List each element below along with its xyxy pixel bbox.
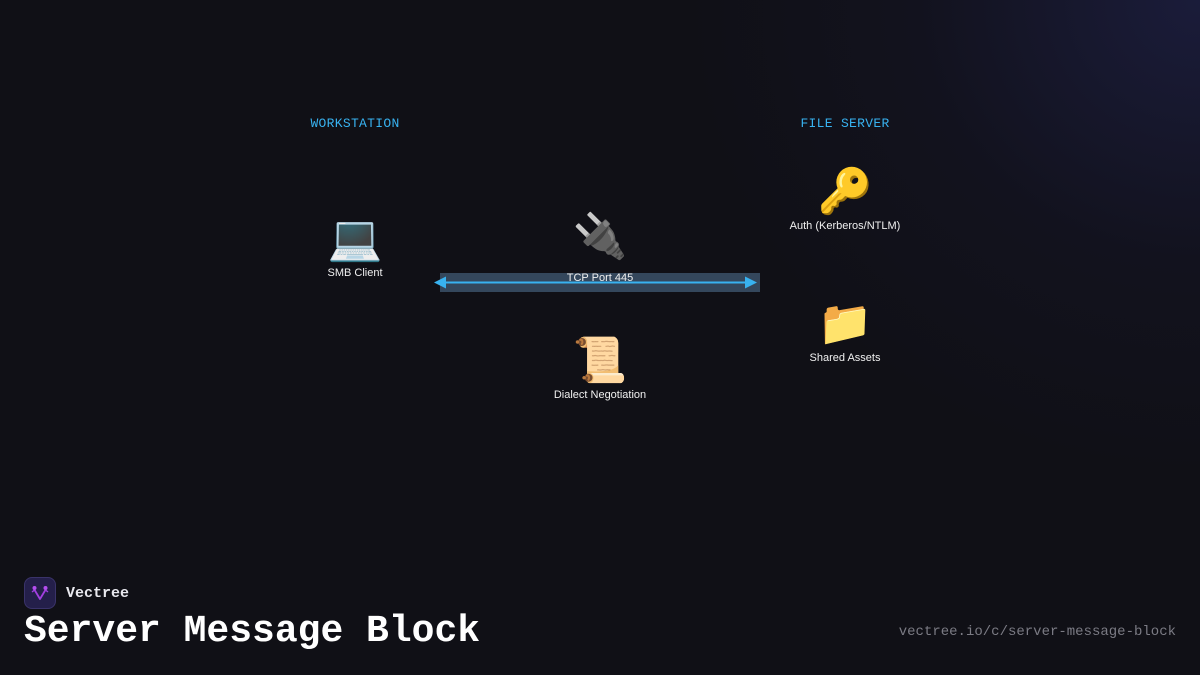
- node-auth[interactable]: 🔑 Auth (Kerberos/NTLM): [790, 167, 901, 232]
- node-smb-client[interactable]: 💻 SMB Client: [327, 214, 382, 279]
- plug-icon: 🔌: [572, 212, 628, 261]
- brand[interactable]: Vectree: [24, 577, 129, 609]
- connection-label: TCP Port 445: [566, 272, 634, 284]
- vectree-logo-icon: [24, 577, 56, 609]
- node-shared-assets[interactable]: 📁 Shared Assets: [810, 299, 881, 364]
- laptop-icon: 💻: [327, 214, 383, 263]
- node-label: SMB Client: [327, 267, 383, 279]
- node-dialect-negotiation[interactable]: 📜 Dialect Negotiation: [554, 336, 646, 401]
- folder-icon: 📁: [817, 299, 873, 348]
- page-title: Server Message Block: [24, 610, 481, 653]
- page-url[interactable]: vectree.io/c/server-message-block: [898, 624, 1176, 640]
- column-label-file-server: FILE SERVER: [800, 116, 890, 131]
- node-label: Auth (Kerberos/NTLM): [789, 220, 901, 232]
- bidirectional-arrow: [434, 276, 757, 289]
- arrow-head-left: [434, 276, 446, 289]
- node-tcp-plug[interactable]: 🔌: [573, 212, 628, 262]
- node-label: Dialect Negotiation: [553, 389, 647, 401]
- brand-name: Vectree: [66, 584, 130, 602]
- column-label-workstation: WORKSTATION: [310, 116, 400, 131]
- arrow-head-right: [745, 276, 757, 289]
- node-label: Shared Assets: [809, 352, 881, 364]
- key-icon: 🔑: [817, 167, 873, 216]
- scroll-icon: 📜: [572, 336, 628, 385]
